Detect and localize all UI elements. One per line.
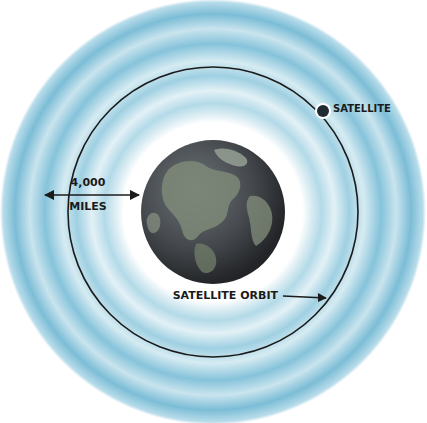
distance-arrow — [45, 194, 139, 196]
orbit-label: SATELLITE ORBIT — [130, 289, 278, 302]
distance-label: 4,000 MILES — [66, 171, 110, 219]
orbit-circle — [68, 67, 358, 357]
satellite-label: SATELLITE — [333, 103, 391, 114]
orbit-leader-arrow — [283, 296, 326, 298]
satellite-symbol — [315, 103, 331, 119]
earth-globe — [141, 140, 285, 284]
